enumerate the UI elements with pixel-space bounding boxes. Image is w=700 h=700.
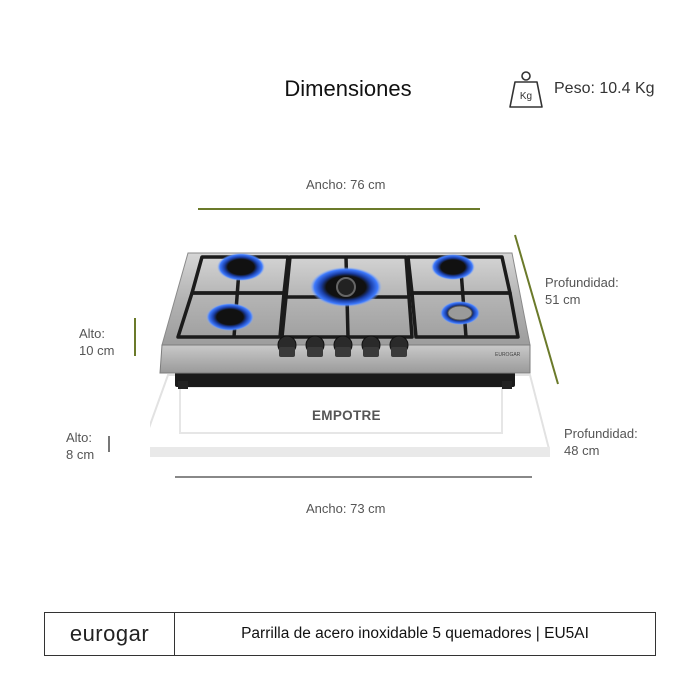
- weight-text: Peso: 10.4 Kg: [554, 80, 655, 97]
- cutout-label: EMPOTRE: [312, 408, 381, 423]
- cutout-depth-label: Profundidad: 48 cm: [564, 426, 638, 458]
- page-title: Dimensiones: [284, 76, 412, 101]
- weight-icon: Kg: [509, 71, 543, 108]
- cutout-outline: [150, 374, 550, 457]
- product-height-line: [134, 318, 136, 356]
- brand-logo: eurogar: [45, 613, 175, 655]
- cutout-height-line: [108, 436, 110, 452]
- stove-illustration: EUROGAR: [150, 252, 550, 457]
- product-description: Parrilla de acero inoxidable 5 quemadore…: [241, 625, 589, 642]
- stove-brand-mark: EUROGAR: [495, 352, 521, 358]
- product-depth-line: [514, 234, 559, 385]
- product-depth-label: Profundidad: 51 cm: [545, 275, 619, 307]
- product-width-label: Ancho: 76 cm: [306, 177, 386, 192]
- cutout-width-line: [175, 476, 532, 478]
- cutout-height-label: Alto: 8 cm: [66, 430, 95, 462]
- footer-bar: eurogar Parrilla de acero inoxidable 5 q…: [44, 612, 656, 656]
- cutout-width-label: Ancho: 73 cm: [306, 501, 386, 516]
- product-width-line: [198, 208, 480, 210]
- product-height-label: Alto: 10 cm: [79, 326, 115, 358]
- weight-icon-label: Kg: [520, 91, 532, 102]
